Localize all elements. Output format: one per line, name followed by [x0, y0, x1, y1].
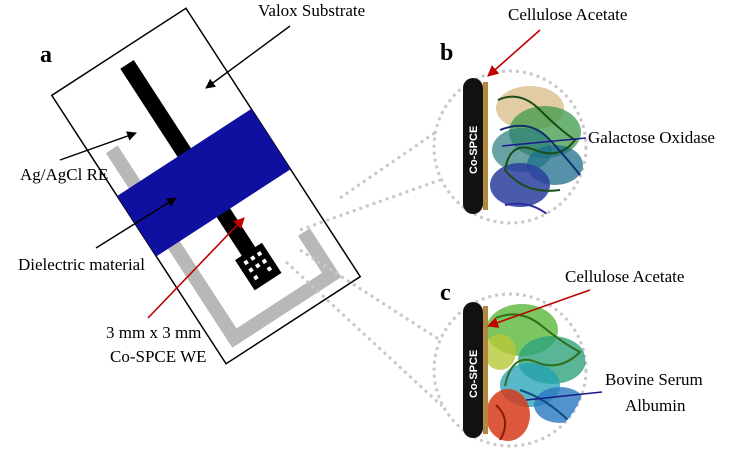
albumin-label: Albumin — [625, 396, 686, 415]
co-spce-electrode-b-label: Co-SPCE — [468, 126, 480, 174]
panel-b-letter: b — [440, 40, 453, 66]
galactose-oxidase-pointer — [501, 137, 587, 147]
working-electrode-dots — [243, 251, 273, 281]
cellulose-acetate-b-label: Cellulose Acetate — [508, 5, 627, 24]
reference-electrode-track — [105, 145, 342, 348]
we-size-label: 3 mm x 3 mm — [106, 323, 201, 342]
valox-substrate-arrow — [205, 25, 291, 89]
dielectric-material-arrow — [95, 197, 177, 249]
co-spce-electrode-c-label: Co-SPCE — [468, 350, 480, 398]
panel-c-letter: c — [440, 280, 451, 306]
ag-agcl-re-arrow — [59, 131, 137, 161]
galactose-oxidase-protein — [490, 86, 583, 216]
cellulose-acetate-b-arrow — [487, 29, 541, 77]
galactose-oxidase-label: Galactose Oxidase — [588, 128, 715, 147]
cellulose-acetate-c-arrow — [486, 289, 591, 328]
dielectric-material-label: Dielectric material — [18, 255, 145, 274]
we-red-arrow — [147, 217, 245, 319]
dielectric-band — [117, 108, 291, 257]
zoom-connector-lines — [284, 130, 444, 408]
cellulose-acetate-layer-c — [483, 306, 488, 434]
sensor-strip — [50, 7, 362, 365]
co-spce-electrode-c — [463, 302, 483, 438]
cellulose-acetate-layer-b — [483, 82, 488, 210]
we-name-label: Co-SPCE WE — [110, 347, 207, 366]
cellulose-acetate-c-label: Cellulose Acetate — [565, 267, 684, 286]
co-spce-electrode-b — [463, 78, 483, 214]
ag-agcl-re-label: Ag/AgCl RE — [20, 165, 108, 184]
bovine-serum-label: Bovine Serum — [605, 370, 703, 389]
bovine-serum-albumin-protein — [484, 304, 586, 441]
bovine-serum-albumin-pointer — [525, 391, 603, 401]
valox-substrate-label: Valox Substrate — [258, 1, 365, 20]
panel-a-letter: a — [40, 42, 52, 68]
